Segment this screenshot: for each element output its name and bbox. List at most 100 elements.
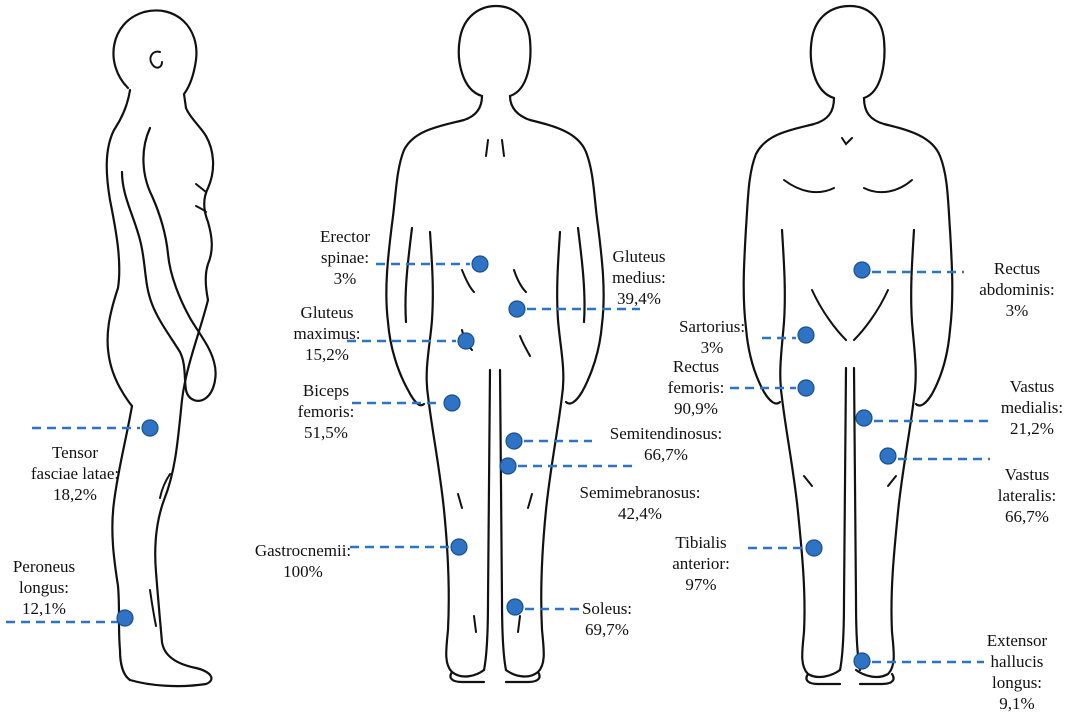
gastrocnemii-marker [450, 538, 468, 556]
biceps-femoris-label-line: 51,5% [304, 423, 348, 442]
back-view-figure [385, 4, 605, 684]
tensor-fasciae-latae-label: Tensor fasciae latae: 18,2% [10, 442, 140, 505]
front-chest [783, 137, 913, 487]
biceps-femoris-marker [443, 394, 461, 412]
erector-spinae-label-line: 3% [333, 269, 357, 288]
peroneus-longus-label-line: Peroneus [12, 557, 76, 576]
gluteus-medius-label-line: medius: [612, 268, 666, 287]
vastus-medialis-label: Vastus medialis: 21,2% [990, 376, 1065, 439]
gastrocnemii-label-line: Gastrocnemii: [254, 541, 352, 560]
tensor-fasciae-latae-label-line: fasciae latae: [30, 464, 120, 483]
side-leg-front [128, 298, 213, 688]
sartorius-marker [797, 326, 815, 344]
tibialis-anterior-label-line: anterior: [672, 554, 730, 573]
semitendinosus-label-line: 66,7% [644, 445, 688, 464]
back-crotch [482, 368, 508, 672]
semitendinosus-marker [505, 432, 523, 450]
gastrocnemii-label: Gastrocnemii: 100% [244, 540, 362, 582]
gluteus-maximus-label: Gluteus maximus: 15,2% [272, 302, 382, 365]
soleus-label-line: 69,7% [585, 620, 629, 639]
front-torso-right [854, 228, 917, 679]
rectus-femoris-label-line: femoris: [667, 378, 725, 397]
front-torso-left [779, 228, 842, 679]
back-details [457, 139, 533, 633]
gluteus-maximus-label-line: 15,2% [305, 345, 349, 364]
tibialis-anterior-label-line: 97% [685, 575, 717, 594]
semimebranosus-marker [499, 457, 517, 475]
gluteus-maximus-label-line: Gluteus [300, 303, 354, 322]
side-ab-detail [195, 183, 207, 213]
front-head [809, 4, 886, 100]
front-view-figure [742, 4, 954, 686]
tibialis-anterior-label-line: Tibialis [675, 533, 727, 552]
semimebranosus-label-line: Semimebranosus: [579, 483, 701, 502]
back-torso-left [425, 230, 486, 678]
soleus-label: Soleus: 69,7% [574, 598, 640, 640]
gluteus-medius-label-line: 39,4% [617, 289, 661, 308]
side-view-figure [105, 9, 217, 688]
side-leg-back [111, 404, 134, 682]
sartorius-label-line: 3% [700, 338, 724, 357]
gluteus-maximus-marker [457, 332, 475, 350]
gluteus-medius-marker [508, 300, 526, 318]
tensor-fasciae-latae-label-line: Tensor [51, 443, 99, 462]
tensor-fasciae-latae-marker [141, 419, 159, 437]
biceps-femoris-label-line: Biceps [302, 381, 350, 400]
side-arm-outline [120, 126, 217, 402]
soleus-label-line: Soleus: [581, 599, 633, 618]
side-head-outline [112, 9, 198, 110]
extensor-hallucis-longus-label-line: longus: [991, 673, 1043, 692]
tibialis-anterior-label: Tibialis anterior: 97% [654, 532, 748, 595]
gluteus-maximus-label-line: maximus: [293, 324, 361, 343]
back-right-side [508, 94, 605, 405]
erector-spinae-label-line: spinae: [320, 248, 370, 267]
muscle-markers [6, 255, 990, 670]
vastus-lateralis-label-line: lateralis: [997, 486, 1057, 505]
peroneus-longus-marker [116, 609, 134, 627]
soleus-marker [506, 598, 524, 616]
front-right-side [862, 96, 954, 407]
extensor-hallucis-longus-label-line: hallucis [990, 652, 1044, 671]
back-arms [404, 226, 586, 324]
vastus-lateralis-marker [879, 447, 897, 465]
back-head [457, 4, 532, 98]
extensor-hallucis-longus-marker [853, 652, 871, 670]
side-front-outline [184, 106, 215, 302]
side-ear [149, 50, 163, 69]
gastrocnemii-label-line: 100% [283, 562, 323, 581]
rectus-abdominis-marker [853, 261, 871, 279]
front-crotch [838, 366, 862, 672]
semitendinosus-label-line: Semitendinosus: [609, 424, 723, 443]
gluteus-medius-label-line: Gluteus [612, 247, 666, 266]
rectus-femoris-marker [797, 379, 815, 397]
semimebranosus-label-line: 42,4% [618, 504, 662, 523]
vastus-medialis-label-line: Vastus [1009, 377, 1055, 396]
erector-spinae-label: Erector spinae: 3% [292, 226, 398, 289]
back-feet [449, 670, 541, 684]
tensor-fasciae-latae-label-line: 18,2% [53, 485, 97, 504]
back-neck-shoulders [385, 94, 484, 407]
gluteus-medius-label: Gluteus medius: 39,4% [594, 246, 684, 309]
front-feet [805, 672, 895, 686]
semimebranosus-label: Semimebranosus: 42,4% [560, 482, 720, 524]
sartorius-label: Sartorius:3% [664, 316, 760, 358]
rectus-abdominis-label-line: abdominis: [979, 280, 1055, 299]
vastus-medialis-label-line: 21,2% [1010, 419, 1054, 438]
extensor-hallucis-longus-label-line: 9,1% [999, 694, 1035, 713]
vastus-medialis-label-line: medialis: [1000, 398, 1064, 417]
biceps-femoris-label-line: femoris: [297, 402, 355, 421]
tibialis-anterior-marker [805, 539, 823, 557]
rectus-abdominis-label-line: 3% [1005, 301, 1029, 320]
side-knee-detail [149, 473, 171, 627]
erector-spinae-label-line: Erector [319, 227, 371, 246]
biceps-femoris-label: Biceps femoris: 51,5% [274, 380, 378, 443]
rectus-femoris-label-line: Rectus [672, 357, 720, 376]
front-neck-shoulders [742, 96, 836, 405]
